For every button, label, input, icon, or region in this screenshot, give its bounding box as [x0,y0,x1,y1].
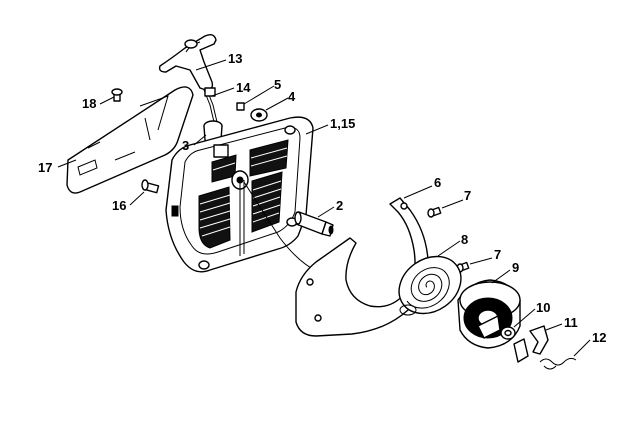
part-18-screw [111,88,123,102]
label-part-7-lower: 7 [494,247,501,262]
label-part-1-15: 1,15 [330,116,355,131]
part-8-spring-housing [398,255,462,316]
label-part-16: 16 [112,198,126,213]
part-14-starter-rope [203,87,218,123]
part-11-pawl [513,325,549,363]
label-part-17: 17 [38,160,52,175]
label-part-9: 9 [512,260,519,275]
part-10-washer [500,326,516,340]
part-6-guide-plate [295,197,429,337]
part-7-screw-upper [427,206,442,218]
label-part-2: 2 [336,198,343,213]
label-part-11: 11 [564,315,578,330]
label-part-6: 6 [434,175,441,190]
part-2-spindle [294,211,334,237]
label-part-13: 13 [228,51,242,66]
part-5-screw [236,102,245,111]
part-1-15-fan-housing [165,116,314,273]
label-part-3: 3 [182,138,189,153]
label-part-5: 5 [274,77,281,92]
starter-rope-line [243,181,319,273]
part-17-cover-plate [66,86,194,194]
leader-lines [57,59,591,357]
label-part-7-upper: 7 [464,188,471,203]
part-16-screw [141,179,160,194]
part-13-starter-grip [158,33,217,91]
label-part-8: 8 [461,232,468,247]
part-12-spring-clip [539,357,577,370]
part-4-washer [250,108,268,122]
label-part-10: 10 [536,300,550,315]
label-part-12: 12 [592,330,606,345]
label-part-4: 4 [288,89,296,104]
label-part-18: 18 [82,96,96,111]
label-part-14: 14 [236,80,251,95]
